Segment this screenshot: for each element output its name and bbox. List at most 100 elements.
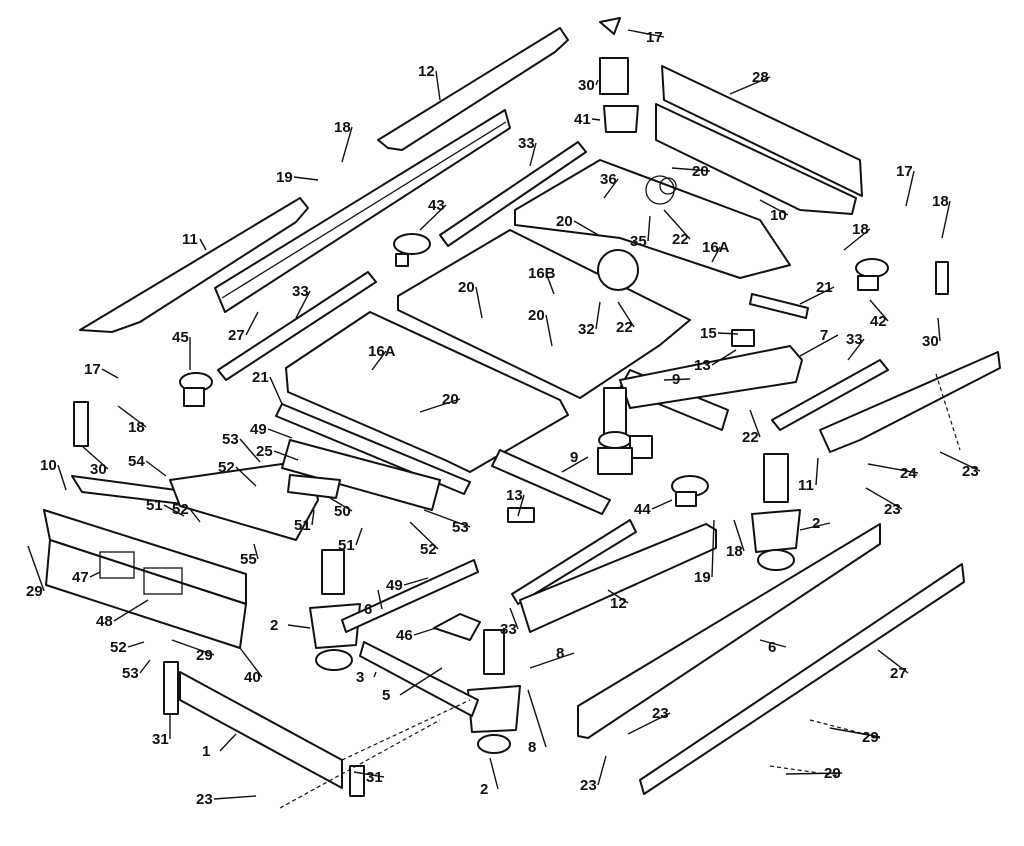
callout-leader-c-53b — [423, 509, 471, 528]
callout-label-c-19b: 19 — [694, 569, 711, 586]
lower-rail-3 — [359, 641, 479, 717]
front-rail-27-right — [639, 563, 965, 795]
callout-label-c-16Ab: 16A — [368, 343, 396, 360]
callout-label-c-29d: 29 — [824, 765, 841, 782]
callout-leader-c-8a — [529, 652, 575, 669]
callout-leader-c-43 — [419, 204, 447, 231]
leg-assembly-2-front — [467, 629, 521, 754]
callout-leader-c-52d — [127, 641, 145, 648]
callout-leader-c-22b — [617, 301, 635, 328]
callout-leader-c-50 — [329, 497, 353, 512]
callout-leader-c-35 — [647, 215, 651, 242]
callout-leader-c-20b — [573, 220, 601, 237]
callout-label-c-23c: 23 — [652, 705, 669, 722]
callout-leader-c-27a — [245, 311, 259, 336]
callout-leader-c-11b — [815, 457, 819, 486]
center-post — [597, 387, 653, 475]
callout-label-c-54: 54 — [128, 453, 145, 470]
callout-leader-c-25 — [273, 450, 299, 461]
callout-leader-c-1 — [219, 733, 237, 752]
callout-label-c-55: 55 — [240, 551, 257, 568]
callout-label-c-10b: 10 — [40, 457, 57, 474]
callout-label-c-45: 45 — [172, 329, 189, 346]
callout-label-c-33c: 33 — [846, 331, 863, 348]
callout-leader-c-51c — [355, 527, 363, 546]
callout-label-c-27a: 27 — [228, 327, 245, 344]
callout-leader-c-8b — [527, 689, 547, 748]
callout-leader-c-24 — [867, 463, 919, 474]
callout-label-c-17c: 17 — [84, 361, 101, 378]
cap-17-top — [599, 17, 621, 35]
callout-leader-c-46 — [413, 627, 437, 636]
callout-label-c-2b: 2 — [270, 617, 278, 634]
callout-label-c-49a: 49 — [250, 421, 267, 438]
callout-leader-c-9b — [561, 456, 589, 473]
callout-label-c-42: 42 — [870, 313, 887, 330]
callout-leader-c-18d — [117, 405, 147, 428]
callout-leader-c-18c — [843, 228, 871, 251]
callout-label-c-22b: 22 — [616, 319, 633, 336]
callout-leader-c-30b — [937, 317, 941, 342]
callout-leader-c-36 — [603, 178, 619, 199]
callout-label-c-18a: 18 — [334, 119, 351, 136]
callout-label-c-30c: 30 — [90, 461, 107, 478]
callout-label-c-8b: 8 — [528, 739, 536, 756]
callout-leader-c-18a — [341, 126, 353, 163]
callout-leader-c-22c — [749, 409, 761, 438]
front-rail-6-right — [577, 523, 881, 739]
callout-label-c-27b: 27 — [890, 665, 907, 682]
callout-label-c-35: 35 — [630, 233, 647, 250]
sleeve-30-left — [73, 401, 89, 447]
callout-leader-c-51a — [163, 504, 185, 517]
rod-33-right — [771, 359, 889, 431]
callout-leader-c-19a — [293, 176, 319, 181]
callout-label-c-9b: 9 — [570, 449, 578, 466]
callout-label-c-18d: 18 — [128, 419, 145, 436]
callout-label-c-25: 25 — [256, 443, 273, 460]
callout-leader-c-44 — [651, 499, 673, 510]
callout-label-c-29b: 29 — [196, 647, 213, 664]
callout-leader-c-27b — [877, 649, 909, 674]
callout-label-c-50: 50 — [334, 503, 351, 520]
callout-leader-c-18b — [941, 200, 951, 239]
callout-leader-c-23a — [939, 451, 981, 472]
callout-label-c-20d: 20 — [528, 307, 545, 324]
callout-label-c-18c: 18 — [852, 221, 869, 238]
socket-45 — [179, 372, 213, 407]
end-cap-31-right — [349, 765, 365, 797]
bracket-49-50 — [281, 439, 441, 511]
callout-leader-c-2c — [489, 757, 499, 790]
callout-label-c-41: 41 — [574, 111, 591, 128]
callout-leader-c-7 — [799, 334, 839, 357]
trim-rail-27-left — [214, 109, 511, 313]
callout-leader-c-53c — [139, 659, 151, 674]
callout-label-c-33b: 33 — [292, 283, 309, 300]
callout-label-c-48: 48 — [96, 613, 113, 630]
callout-label-c-47: 47 — [72, 569, 89, 586]
trim-rail-11-left — [79, 197, 309, 333]
callout-label-c-7: 7 — [820, 327, 828, 344]
callout-leader-c-28 — [729, 76, 771, 95]
callout-leader-c-30a — [595, 79, 599, 86]
callout-leader-c-49b — [403, 577, 429, 586]
hub-35-32 — [597, 177, 677, 291]
callout-leader-c-19b — [711, 519, 715, 578]
callout-label-c-29c: 29 — [862, 729, 879, 746]
callout-leader-c-9a — [663, 378, 691, 381]
callout-leader-c-33a — [529, 142, 537, 167]
callout-label-c-43: 43 — [428, 197, 445, 214]
callout-leader-c-52c — [409, 521, 439, 550]
callout-leader-c-47 — [89, 571, 101, 578]
callout-leader-c-6b — [759, 639, 787, 648]
callout-leader-c-16Aa — [711, 246, 721, 263]
callout-leader-c-15 — [717, 332, 739, 335]
support-rail-9-center — [491, 449, 611, 515]
callout-leader-c-3 — [373, 671, 377, 678]
callout-label-c-33a: 33 — [518, 135, 535, 152]
callout-label-c-32: 32 — [578, 321, 595, 338]
callout-leader-c-16B — [545, 272, 555, 295]
callout-leader-c-23c — [627, 712, 671, 735]
socket-43 — [393, 233, 431, 267]
